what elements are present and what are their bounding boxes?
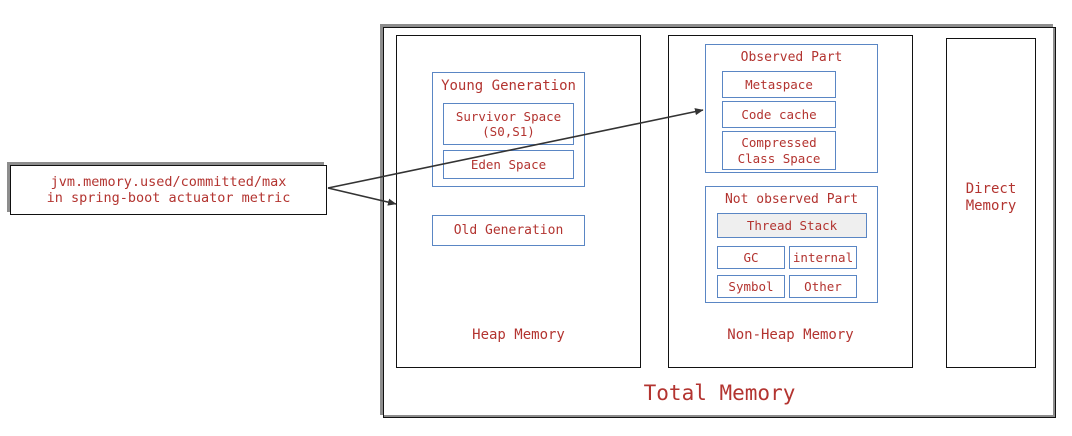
other-label: Other (804, 278, 842, 294)
direct-memory-label-line1: Direct (965, 180, 1017, 197)
internal-label: internal (792, 249, 854, 265)
survivor-space-box: Survivor Space (S0,S1) (443, 103, 574, 145)
survivor-space-label-line2: (S0,S1) (482, 124, 535, 139)
heap-memory-label: Heap Memory (472, 327, 565, 344)
eden-space-box: Eden Space (443, 150, 574, 179)
direct-memory-label: Direct Memory (946, 176, 1036, 220)
compressed-class-space-label-line2: Class Space (737, 150, 821, 166)
observed-part-title: Observed Part (740, 50, 843, 66)
old-generation-box: Old Generation (432, 215, 585, 246)
symbol-box: Symbol (717, 275, 785, 298)
thread-stack-box: Thread Stack (717, 213, 867, 238)
code-cache-label: Code cache (741, 106, 817, 122)
gc-label: GC (743, 249, 759, 265)
other-box: Other (789, 275, 857, 298)
metric-callout-line1: jvm.memory.used/committed/max (50, 173, 287, 190)
internal-box: internal (789, 246, 857, 269)
metric-callout-line2: in spring-boot actuator metric (46, 190, 291, 206)
thread-stack-label: Thread Stack (746, 217, 838, 233)
non-heap-memory-label: Non-Heap Memory (727, 327, 854, 344)
metric-callout-box: jvm.memory.used/committed/max in spring-… (10, 165, 327, 215)
symbol-label: Symbol (728, 278, 774, 294)
old-generation-label: Old Generation (453, 222, 564, 238)
metaspace-box: Metaspace (722, 71, 836, 98)
code-cache-box: Code cache (722, 101, 836, 128)
young-generation-title: Young Generation (441, 78, 576, 95)
direct-memory-label-line2: Memory (965, 198, 1017, 214)
total-memory-label: Total Memory (643, 381, 796, 406)
eden-space-label: Eden Space (470, 156, 547, 172)
metaspace-label: Metaspace (745, 76, 813, 92)
direct-memory-region (946, 38, 1036, 368)
survivor-space-label-line1: Survivor Space (455, 108, 562, 124)
compressed-class-space-box: Compressed Class Space (722, 131, 836, 170)
gc-box: GC (717, 246, 785, 269)
not-observed-part-title: Not observed Part (724, 192, 859, 208)
compressed-class-space-label-line1: Compressed (741, 135, 817, 151)
